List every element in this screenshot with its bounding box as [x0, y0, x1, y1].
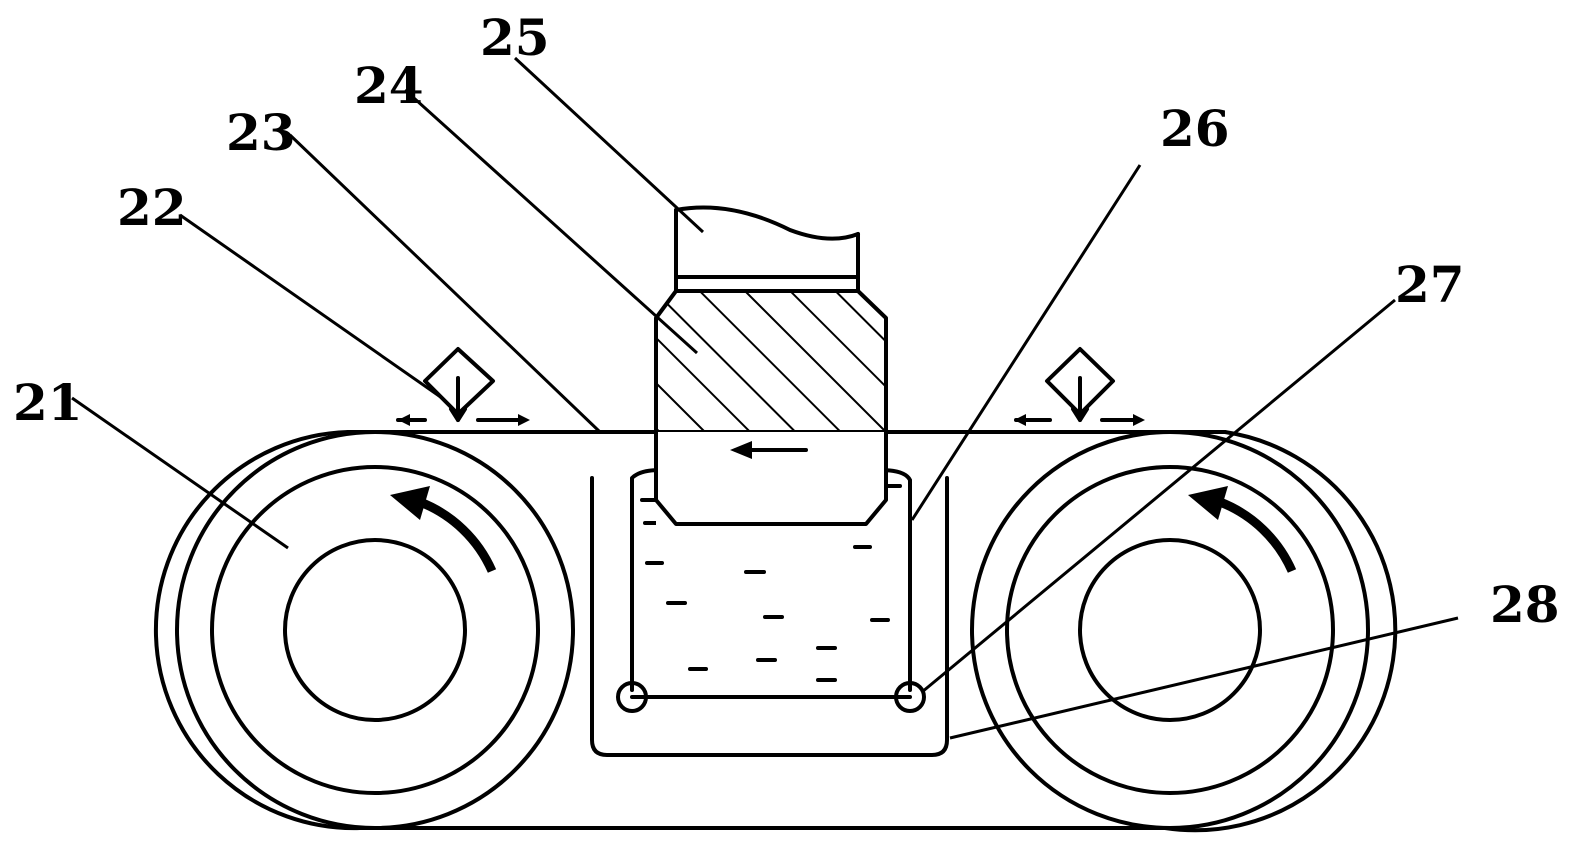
rotation-arrow-right [1218, 497, 1297, 573]
guide-roller-left [616, 681, 648, 713]
left-roller [175, 430, 575, 830]
label-27: 27 [1395, 255, 1465, 314]
leader-lines [71, 56, 1459, 740]
label-26: 26 [1160, 99, 1230, 158]
liquid-tank [590, 476, 949, 757]
label-24: 24 [354, 56, 424, 115]
press-marker-right [1014, 347, 1145, 426]
holder-shaft [674, 205, 860, 293]
workpiece [654, 289, 888, 527]
right-roller [970, 430, 1370, 830]
label-22: 22 [117, 178, 187, 237]
label-25: 25 [480, 8, 550, 67]
rotation-arrow-left [418, 497, 497, 573]
rotation-arrowhead-left [390, 486, 430, 520]
label-21: 21 [13, 373, 83, 432]
label-28: 28 [1490, 575, 1560, 634]
rotation-arrowhead-right [1188, 486, 1228, 520]
guide-roller-right [894, 681, 926, 713]
label-23: 23 [226, 103, 296, 162]
press-marker-left [396, 347, 530, 426]
